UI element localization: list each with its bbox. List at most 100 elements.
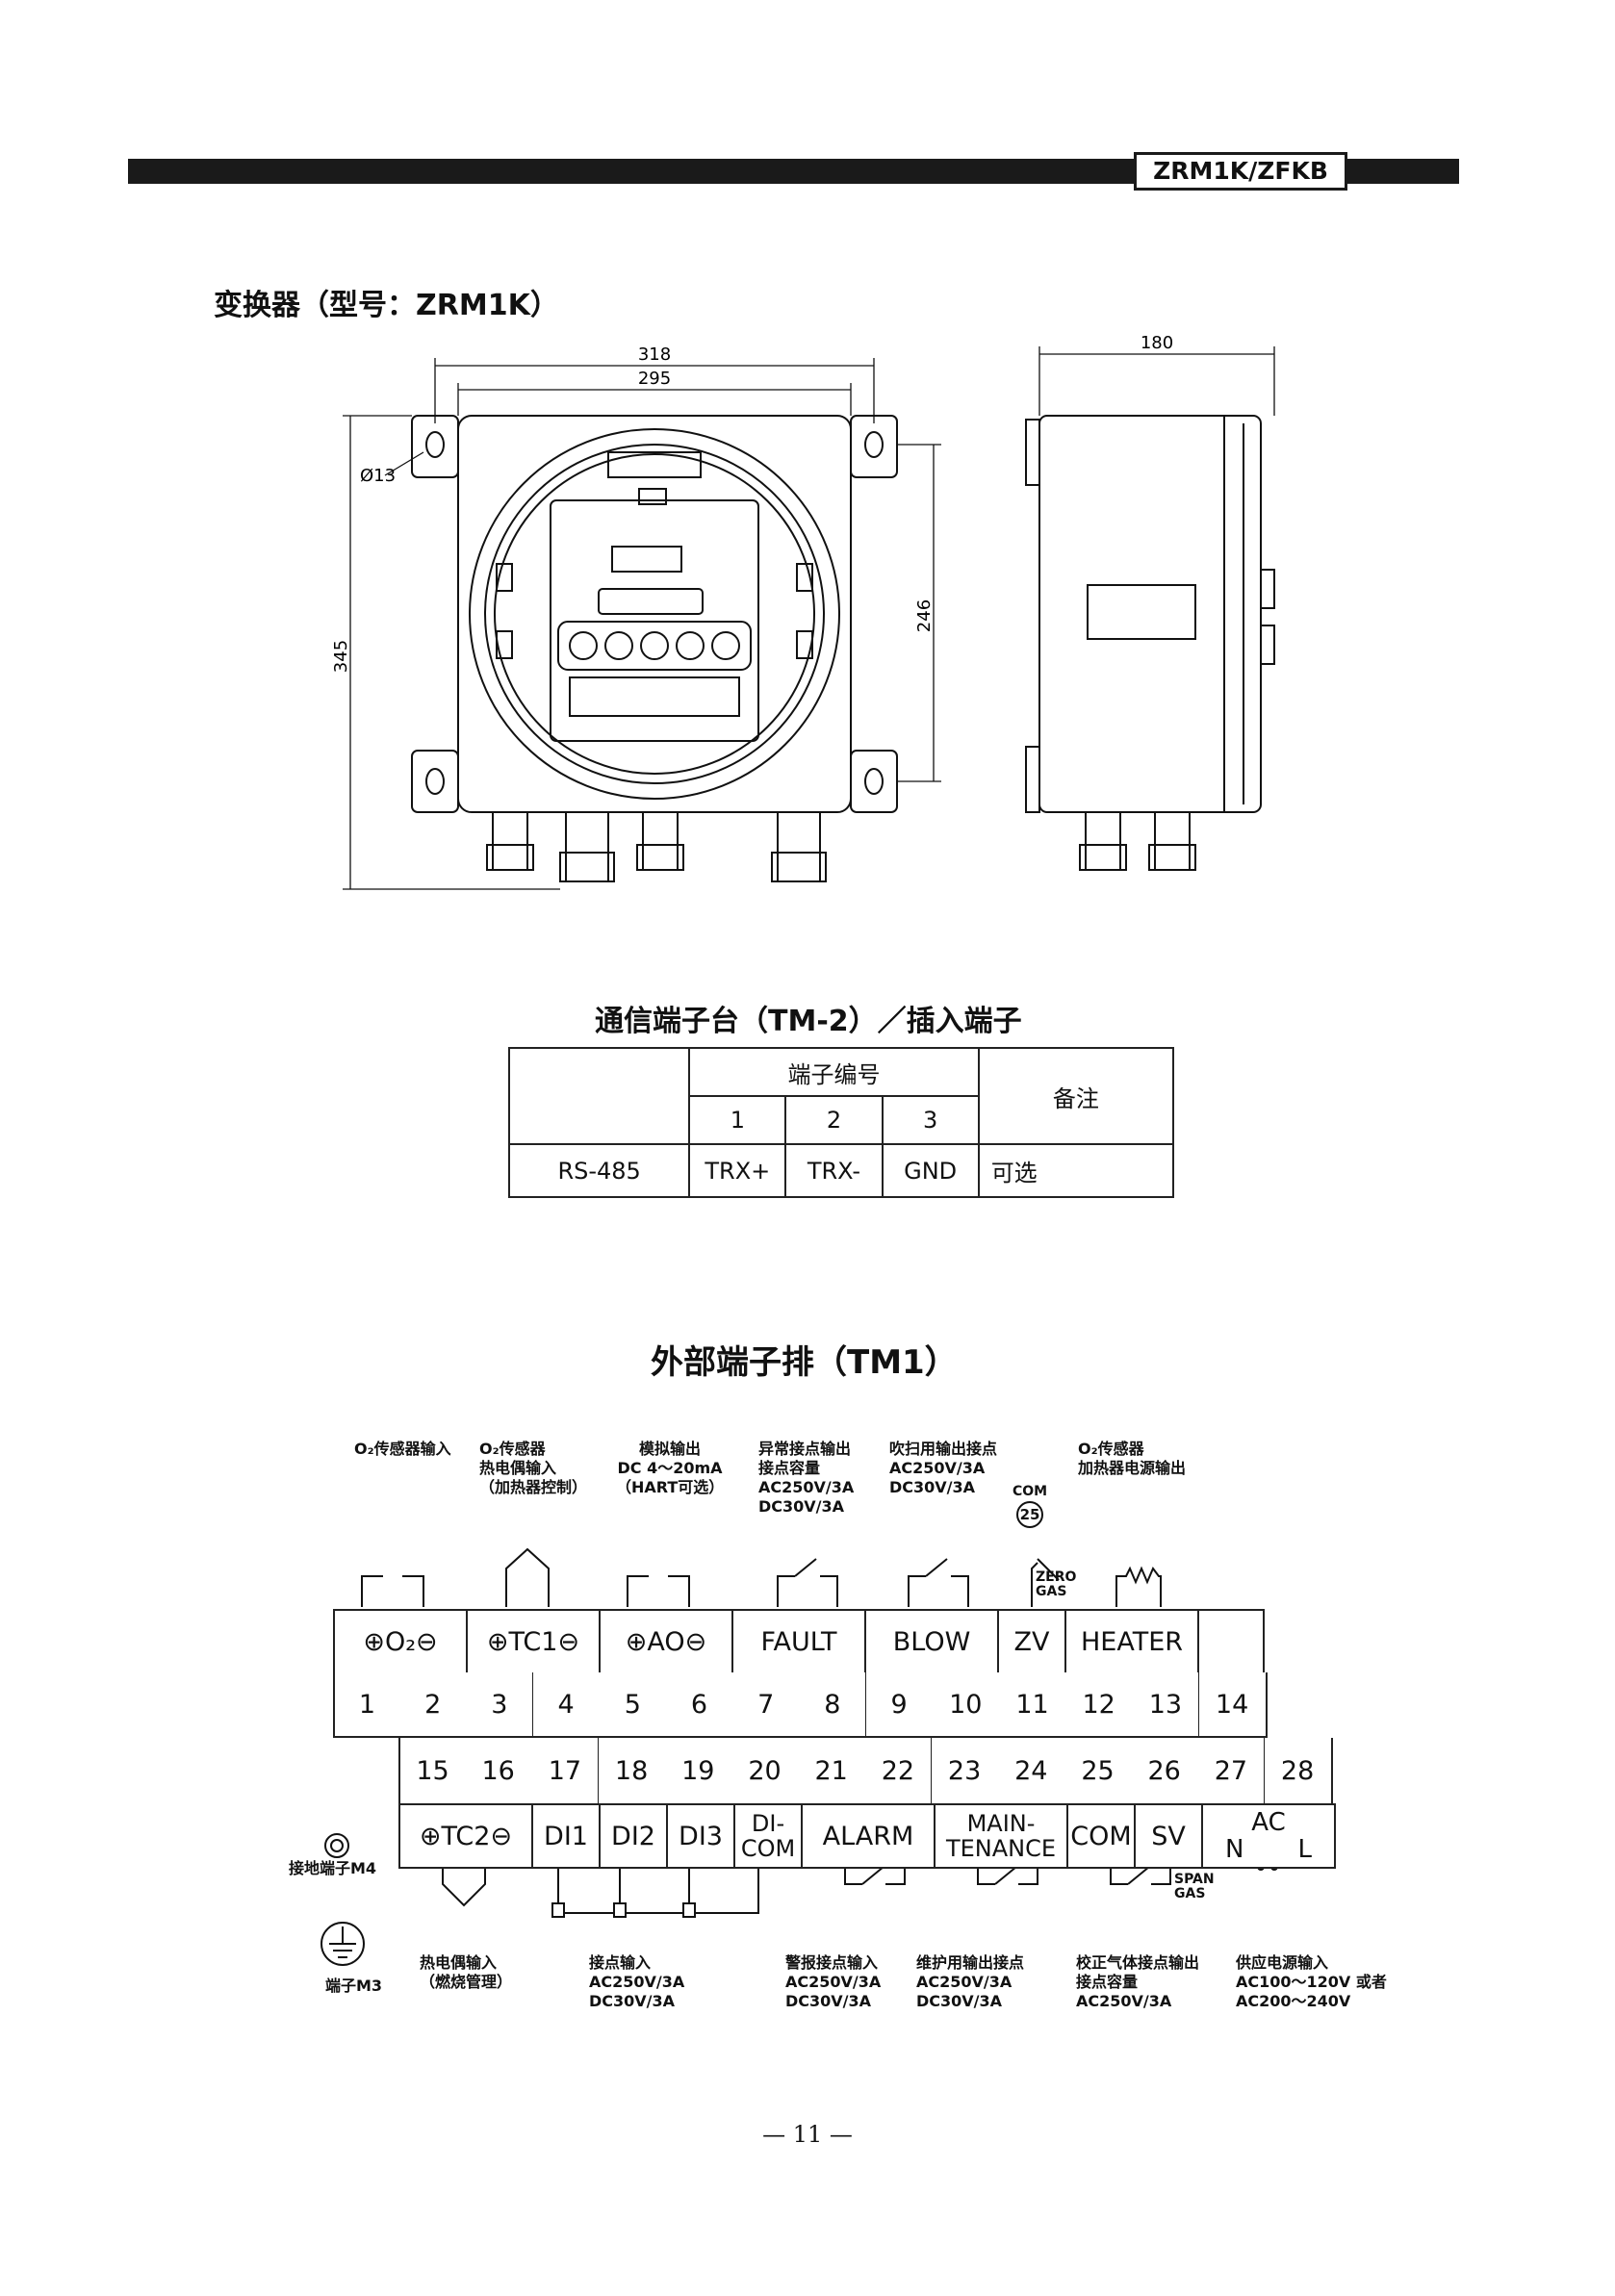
label-com: COM — [1013, 1484, 1048, 1499]
label-ground-m3: 端子M3 — [325, 1977, 383, 1995]
label-com-25: 25 — [1016, 1501, 1043, 1528]
model-label: ZRM1K/ZFKB — [1134, 152, 1347, 191]
terminal-number: 18 — [598, 1738, 667, 1805]
term-sig-sv: SV — [1134, 1803, 1203, 1869]
terminal-number: 25 — [1064, 1738, 1133, 1805]
label-tc2: 热电偶输入（燃烧管理） — [420, 1953, 513, 1991]
terminal-number: 13 — [1132, 1672, 1201, 1738]
lug-bl — [411, 750, 459, 813]
term-sig-zv: ZV — [997, 1609, 1066, 1674]
page-number: — 11 — — [762, 2121, 853, 2148]
terminal-number: 5 — [599, 1672, 668, 1738]
terminal-number: 8 — [799, 1672, 868, 1738]
term-sig-di1: DI1 — [531, 1803, 601, 1869]
side-body — [1038, 415, 1262, 813]
terminal-number: 7 — [732, 1672, 802, 1738]
terminal-number: 22 — [864, 1738, 934, 1805]
tm2-col-3: 3 — [881, 1095, 980, 1145]
term-sig-fault: FAULT — [731, 1609, 866, 1674]
term-sig-ao: ⊕AO⊖ — [599, 1609, 733, 1674]
tm2-title: 通信端子台（TM-2）／插入端子 — [595, 1005, 1022, 1038]
dim-180: 180 — [1141, 333, 1173, 353]
terminal-number: 12 — [1065, 1672, 1135, 1738]
label-ground-m4: 接地端子M4 — [289, 1859, 377, 1877]
tm2-val-3: GND — [881, 1143, 980, 1198]
tm2-val-1: TRX+ — [688, 1143, 787, 1198]
minus-icon: ⊖ — [490, 1821, 513, 1851]
plus-icon: ⊕ — [486, 1626, 509, 1657]
minus-icon: ⊖ — [684, 1626, 707, 1657]
terminal-number: 9 — [865, 1672, 935, 1738]
label-heater: O₂传感器加热器电源输出 — [1078, 1440, 1187, 1477]
term-sig-di2: DI2 — [599, 1803, 668, 1869]
plus-icon: ⊕ — [625, 1626, 648, 1657]
dim-295: 295 — [638, 369, 671, 389]
terminal-number: 10 — [932, 1672, 1001, 1738]
terminal-number: 17 — [531, 1738, 601, 1805]
tm1-title: 外部端子排（TM1） — [651, 1343, 958, 1382]
converter-drawing: 318 295 Ø13 345 246 180 — [331, 333, 1275, 890]
converter-title: 变换器（型号：ZRM1K） — [214, 289, 559, 322]
dim-318: 318 — [638, 344, 671, 365]
tm2-table: 端子编号 备注 1 2 3 RS-485 TRX+ TRX- GND 可选 — [507, 1047, 1175, 1198]
terminal-number: 26 — [1131, 1738, 1200, 1805]
plus-icon: ⊕ — [419, 1821, 442, 1851]
term-sig-dicom: DI-COM — [733, 1803, 803, 1869]
dim-hole: Ø13 — [360, 466, 396, 486]
minus-icon: ⊖ — [557, 1626, 580, 1657]
terminal-number: 15 — [398, 1738, 467, 1805]
term-sig-tc1: ⊕TC1⊖ — [466, 1609, 601, 1674]
term-sig-heater: HEATER — [1064, 1609, 1199, 1674]
terminal-number: 27 — [1197, 1738, 1267, 1805]
term-sig-maintenance: MAIN-TENANCE — [934, 1803, 1068, 1869]
lug-tl — [411, 415, 459, 478]
lug-tr — [850, 415, 898, 478]
terminal-number: 19 — [664, 1738, 733, 1805]
term-sig-blow: BLOW — [864, 1609, 999, 1674]
term-sig-blank — [1197, 1609, 1265, 1674]
tm2-note-header: 备注 — [977, 1047, 1175, 1145]
terminal-number: 24 — [997, 1738, 1066, 1805]
plus-icon: ⊕ — [363, 1626, 385, 1657]
minus-icon: ⊖ — [416, 1626, 438, 1657]
tm2-col-2: 2 — [784, 1095, 884, 1145]
window-outer — [469, 428, 840, 800]
term-sig-o2: ⊕O₂⊖ — [333, 1609, 468, 1674]
tm2-group-header: 端子编号 — [688, 1047, 980, 1097]
terminal-number: 21 — [798, 1738, 867, 1805]
dim-246: 246 — [914, 600, 935, 632]
terminal-number: 28 — [1264, 1738, 1333, 1805]
dim-345: 345 — [331, 640, 351, 673]
tm2-row-name: RS-485 — [507, 1143, 691, 1198]
label-tc1: O₂传感器热电偶输入（加热器控制） — [479, 1440, 588, 1496]
terminal-number: 1 — [333, 1672, 401, 1738]
terminal-number: 2 — [399, 1672, 469, 1738]
term-sig-tc2: ⊕TC2⊖ — [398, 1803, 533, 1869]
terminal-number: 11 — [999, 1672, 1067, 1738]
lug-br — [850, 750, 898, 813]
terminal-number: 3 — [466, 1672, 535, 1738]
terminal-number: 23 — [931, 1738, 1000, 1805]
term-sig-alarm: ALARM — [801, 1803, 936, 1869]
term-sig-di3: DI3 — [666, 1803, 735, 1869]
tm2-col-1: 1 — [688, 1095, 787, 1145]
terminal-number: 4 — [532, 1672, 602, 1738]
tm1-wiring — [320, 1547, 1291, 1966]
terminal-number: 6 — [666, 1672, 734, 1738]
terminal-number: 16 — [465, 1738, 534, 1805]
term-sig-com: COM — [1066, 1803, 1136, 1869]
tm2-val-2: TRX- — [784, 1143, 884, 1198]
tm2-corner — [507, 1047, 691, 1145]
tm2-note: 可选 — [977, 1143, 1175, 1198]
terminal-number: 20 — [731, 1738, 800, 1805]
